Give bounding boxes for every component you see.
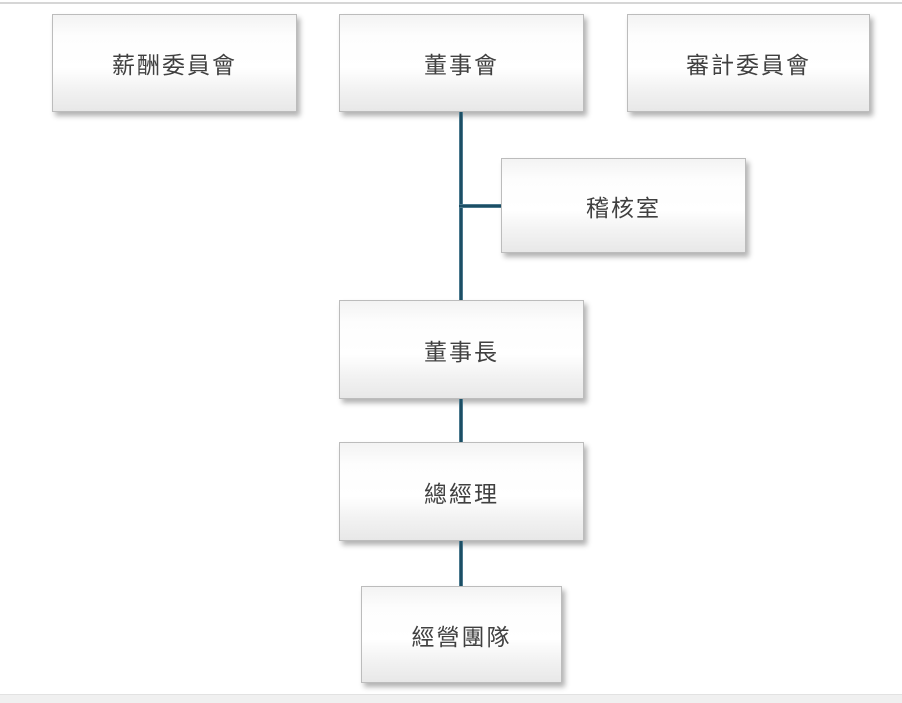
org-node-label: 薪酬委員會 <box>112 52 237 78</box>
org-node-general-manager: 總經理 <box>339 442 584 541</box>
page-top-edge <box>0 2 902 4</box>
org-node-audit-committee: 審計委員會 <box>627 14 870 112</box>
org-node-management-team: 經營團隊 <box>361 586 562 683</box>
page-bottom-edge <box>0 694 902 703</box>
org-node-label: 總經理 <box>424 480 499 507</box>
org-node-label: 稽核室 <box>586 194 661 221</box>
org-node-label: 董事會 <box>424 52 499 78</box>
connector-general-manager-to-management-team <box>459 541 463 586</box>
connector-chairman-to-general-manager <box>459 399 463 442</box>
org-node-label: 審計委員會 <box>686 52 811 78</box>
org-node-board-of-directors: 董事會 <box>339 14 584 112</box>
org-node-audit-office: 稽核室 <box>501 158 746 253</box>
connector-board-to-audit-office <box>459 204 503 208</box>
org-node-label: 經營團隊 <box>411 623 512 650</box>
org-node-chairman: 董事長 <box>339 300 584 399</box>
org-node-label: 董事長 <box>424 338 499 365</box>
org-node-compensation-committee: 薪酬委員會 <box>52 14 297 112</box>
